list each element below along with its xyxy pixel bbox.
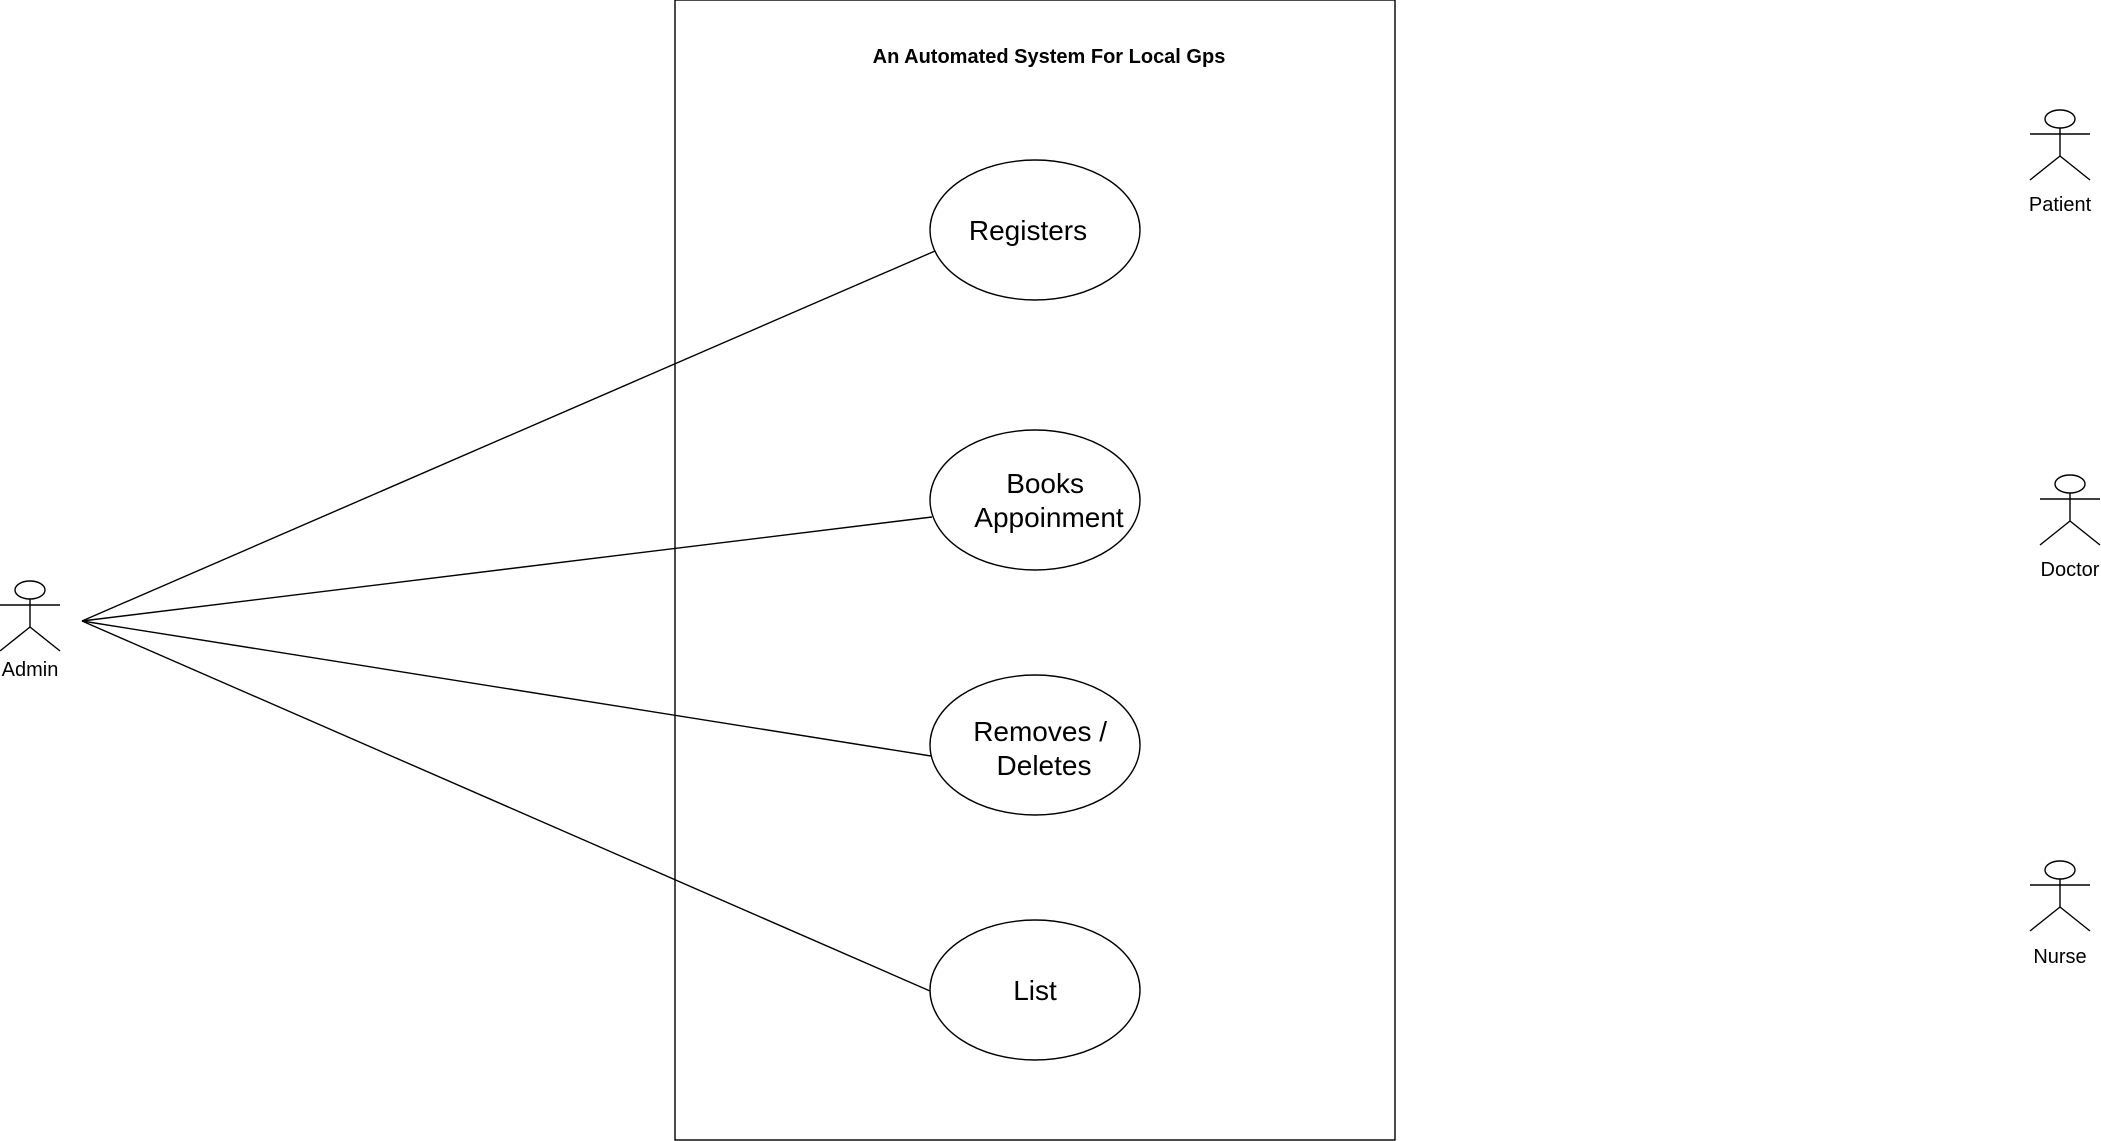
use-case-label-line: Books — [1006, 468, 1084, 499]
actor-leg-left — [2029, 906, 2061, 932]
use-case-label-line: Removes / — [973, 716, 1107, 747]
stick-figure-icon — [0, 580, 61, 652]
use-case-books-appointment: Books Appoinment — [929, 429, 1141, 571]
use-case-label: Registers — [969, 215, 1087, 246]
actor-head — [2044, 860, 2076, 880]
actor-label: Doctor — [2041, 559, 2100, 581]
system-boundary: An Automated System For Local Gps — [674, 0, 1396, 1141]
stick-figure-icon — [2029, 109, 2091, 181]
actor-leg-right — [2069, 520, 2101, 546]
use-case-label-line: Deletes — [997, 750, 1092, 781]
actor-head — [2054, 474, 2086, 494]
use-case-ellipse — [929, 919, 1141, 1061]
actor-head — [2044, 109, 2076, 129]
actor-leg-left — [2039, 520, 2071, 546]
actor-label: Nurse — [2033, 946, 2086, 968]
association-admin-removes-deletes — [81, 620, 932, 757]
use-case-list: List — [929, 919, 1141, 1061]
actor-admin: Admin — [0, 580, 61, 681]
actor-leg-right — [2059, 906, 2091, 932]
use-case-label: Books Appoinment — [974, 468, 1124, 533]
system-title: An Automated System For Local Gps — [873, 46, 1226, 68]
stick-figure-icon — [2029, 860, 2091, 932]
use-case-label-line: Appoinment — [974, 502, 1124, 533]
use-case-registers: Registers — [929, 159, 1141, 301]
use-case-label: List — [1013, 975, 1057, 1006]
stick-figure-icon — [2039, 474, 2101, 546]
actor-leg-right — [29, 626, 61, 652]
actor-label: Admin — [2, 659, 59, 681]
use-case-ellipse — [929, 429, 1141, 571]
actor-leg-right — [2059, 155, 2091, 181]
use-case-removes-deletes: Removes / Deletes — [929, 674, 1141, 816]
association-admin-registers — [81, 250, 936, 622]
actor-patient: Patient — [2029, 109, 2092, 216]
use-case-label-line: Registers — [969, 215, 1087, 246]
use-case-label-line: List — [1013, 975, 1057, 1006]
actor-nurse: Nurse — [2029, 860, 2091, 968]
use-case-ellipse — [929, 159, 1141, 301]
actor-doctor: Doctor — [2039, 474, 2101, 581]
association-admin-list — [81, 620, 931, 992]
association-admin-books-appointment — [81, 516, 933, 622]
actor-leg-left — [0, 626, 31, 652]
system-boundary-box — [674, 0, 1396, 1141]
actor-leg-left — [2029, 155, 2061, 181]
use-case-ellipse — [929, 674, 1141, 816]
use-case-label: Removes / Deletes — [973, 716, 1115, 781]
actor-head — [14, 580, 46, 600]
actor-label: Patient — [2029, 194, 2092, 216]
associations — [81, 250, 936, 992]
